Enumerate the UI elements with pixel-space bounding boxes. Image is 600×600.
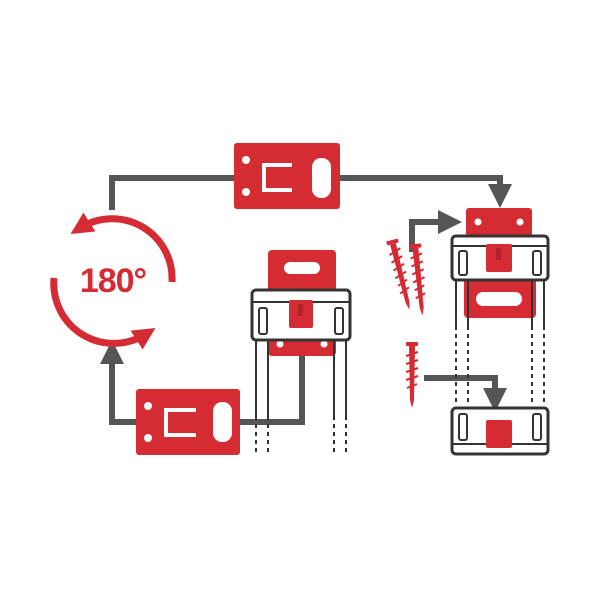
flow-arrow-bottom — [100, 340, 136, 425]
mounting-plate-bottom — [136, 389, 240, 455]
bracket-assembly-right — [450, 208, 550, 456]
flow-arrow-bracket — [240, 356, 305, 425]
rotation-label: 180° — [80, 262, 147, 300]
flow-arrow-screw-bottom — [424, 375, 507, 412]
bracket-clip-icon — [250, 250, 352, 456]
flow-arrow-screw-top — [409, 210, 462, 252]
rotate-arrows-icon — [50, 212, 176, 350]
flow-arrow-top — [109, 175, 512, 210]
mounting-plate-top — [234, 143, 340, 209]
screw-icon — [386, 238, 426, 408]
